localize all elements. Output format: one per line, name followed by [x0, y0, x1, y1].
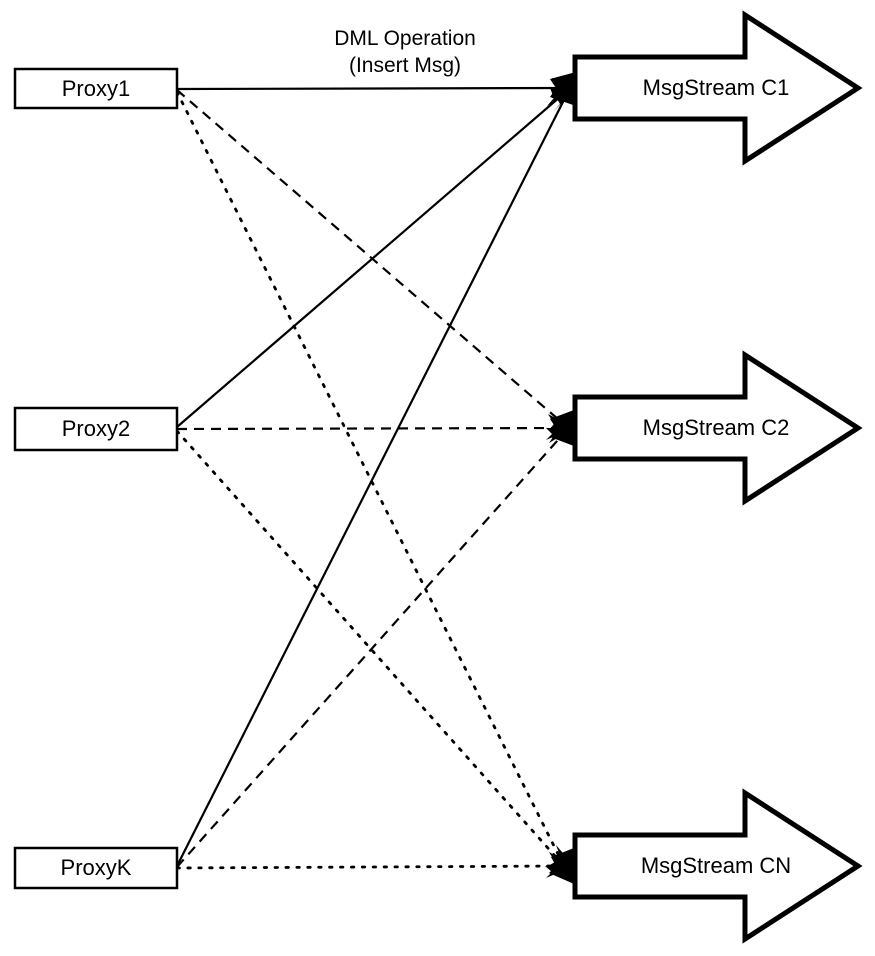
- dml-operation-title: DML Operation: [334, 27, 476, 50]
- proxy-box-proxy1[interactable]: [13, 67, 179, 110]
- proxy-node-proxyK[interactable]: ProxyK: [13, 846, 179, 890]
- edge-proxy2-to-c1: [176, 89, 569, 428]
- stream-arrow-shape-cn[interactable]: [572, 788, 863, 944]
- edge-proxy1-to-c1: [176, 86, 571, 91]
- arrowhead-core-c1: [550, 72, 576, 106]
- arrowhead-core-cn: [549, 848, 574, 884]
- edge-layer: [175, 86, 571, 870]
- arrowhead-cluster-c1: [547, 72, 576, 112]
- edge-line-proxy2-c1: [176, 89, 569, 428]
- proxy-label-proxy2: Proxy2: [62, 416, 130, 441]
- proxy-node-proxy1[interactable]: Proxy1: [13, 67, 179, 110]
- edge-line-proxy2-c2: [176, 426, 567, 431]
- edge-line-proxy1-cn: [175, 90, 565, 866]
- stream-arrow-shape-c2[interactable]: [572, 350, 863, 506]
- edge-line-proxyK-c1: [176, 91, 569, 867]
- edge-line-proxyK-c2: [176, 430, 567, 868]
- stream-node-cn[interactable]: MsgStream CN: [572, 788, 863, 944]
- proxy-box-proxy2[interactable]: [13, 406, 179, 452]
- stream-arrow-shape-c1[interactable]: [572, 10, 863, 166]
- edge-proxyK-to-cn: [175, 864, 565, 870]
- stream-node-c2[interactable]: MsgStream C2: [572, 350, 863, 506]
- edge-proxy1-to-cn: [175, 90, 565, 866]
- edge-line-proxy2-cn: [175, 429, 565, 867]
- stream-label-c2: MsgStream C2: [643, 415, 790, 440]
- arrowhead-core-c2: [550, 410, 574, 446]
- dml-operation-label: DML Operation (Insert Msg): [334, 27, 476, 77]
- stream-label-c1: MsgStream C1: [643, 75, 790, 100]
- arrowhead-cluster-c2: [546, 410, 574, 446]
- arrowhead-cluster-cn: [545, 845, 574, 884]
- edge-proxy2-to-cn: [175, 429, 565, 867]
- stream-label-cn: MsgStream CN: [641, 853, 791, 878]
- stream-node-c1[interactable]: MsgStream C1: [572, 10, 863, 166]
- proxy-label-proxyK: ProxyK: [61, 855, 132, 880]
- proxy-box-proxyK[interactable]: [13, 846, 179, 890]
- edge-line-proxy1-c1: [176, 86, 571, 91]
- proxy-node-proxy2[interactable]: Proxy2: [13, 406, 179, 452]
- edge-proxyK-to-c1: [176, 91, 569, 867]
- proxy-label-proxy1: Proxy1: [62, 76, 130, 101]
- edge-proxy2-to-c2: [176, 426, 567, 431]
- dml-operation-subtitle: (Insert Msg): [349, 54, 461, 77]
- edge-line-proxyK-cn: [175, 864, 565, 870]
- edge-proxyK-to-c2: [176, 430, 567, 868]
